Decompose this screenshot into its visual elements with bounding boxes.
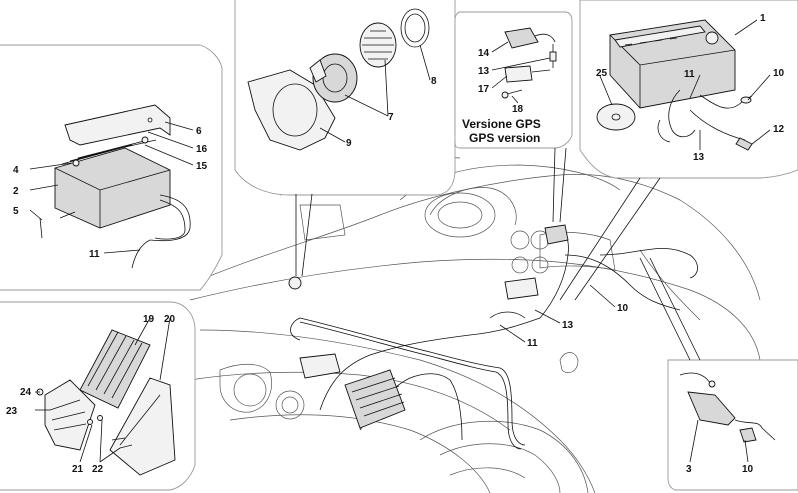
sub-bracket <box>109 377 176 476</box>
callout-10-antenna: 10 <box>742 464 754 475</box>
speaker-grille <box>359 22 397 68</box>
wiring-harness <box>290 227 698 450</box>
gps-bracket <box>504 65 551 83</box>
callout-12: 12 <box>773 124 785 135</box>
callout-1: 1 <box>760 13 766 24</box>
callout-9: 9 <box>346 138 352 149</box>
gps-cable-end <box>549 44 557 68</box>
callout-14: 14 <box>478 48 490 59</box>
callout-11-main: 11 <box>527 338 538 349</box>
callout-23: 23 <box>6 406 18 417</box>
speaker-ring <box>400 8 430 48</box>
callout-13-top: 13 <box>693 152 705 163</box>
antenna-amplifier <box>679 372 776 443</box>
callout-8: 8 <box>431 76 437 87</box>
gps-caption-italian: Versione GPS <box>462 117 541 131</box>
callout-6: 6 <box>196 126 202 137</box>
callout-numbers: 1 25 11 10 12 13 14 13 17 18 9 7 8 6 16 … <box>6 13 785 475</box>
callout-2: 2 <box>13 186 19 197</box>
callout-13-gps: 13 <box>478 66 490 77</box>
callout-13-main: 13 <box>562 320 574 331</box>
sub-amplifier <box>79 329 151 409</box>
callout-11-top: 11 <box>684 69 695 80</box>
callout-19: 19 <box>143 314 155 325</box>
callout-5: 5 <box>13 206 19 217</box>
car-amplifier <box>344 369 406 429</box>
radio-cables <box>657 89 753 151</box>
speaker-bracket <box>247 69 336 151</box>
callout-24: 24 <box>20 387 32 398</box>
callout-11-amp: 11 <box>89 249 100 260</box>
callout-10-main: 10 <box>617 303 629 314</box>
callout-25: 25 <box>596 68 608 79</box>
callout-16: 16 <box>196 144 208 155</box>
car-connector-block <box>504 277 539 300</box>
leader-lines <box>29 19 771 463</box>
callout-7: 7 <box>388 112 394 123</box>
callout-18: 18 <box>512 104 524 115</box>
callout-15: 15 <box>196 161 208 172</box>
gps-screw <box>501 89 523 99</box>
pointer-lines <box>295 147 701 361</box>
callout-20: 20 <box>164 314 176 325</box>
sub-hardware <box>36 388 133 449</box>
callout-22: 22 <box>92 464 104 475</box>
sub-cover <box>44 379 96 451</box>
callout-3: 3 <box>686 464 692 475</box>
callout-10-top: 10 <box>773 68 785 79</box>
amplifier-unit <box>54 139 191 269</box>
car-subwoofer-box <box>299 353 341 379</box>
car-gps-module <box>544 224 569 245</box>
amp-hardware <box>39 136 149 239</box>
car-antenna-mount <box>288 276 302 290</box>
callout-21: 21 <box>72 464 84 475</box>
gps-antenna <box>504 27 556 49</box>
callout-4: 4 <box>13 165 19 176</box>
amp-bracket <box>64 104 171 146</box>
radio-unit <box>609 19 736 109</box>
callout-17: 17 <box>478 84 490 95</box>
gps-caption-english: GPS version <box>469 131 540 145</box>
speaker-driver <box>309 53 358 103</box>
panel-antenna-amp <box>667 359 798 491</box>
cd-disc <box>596 103 636 131</box>
